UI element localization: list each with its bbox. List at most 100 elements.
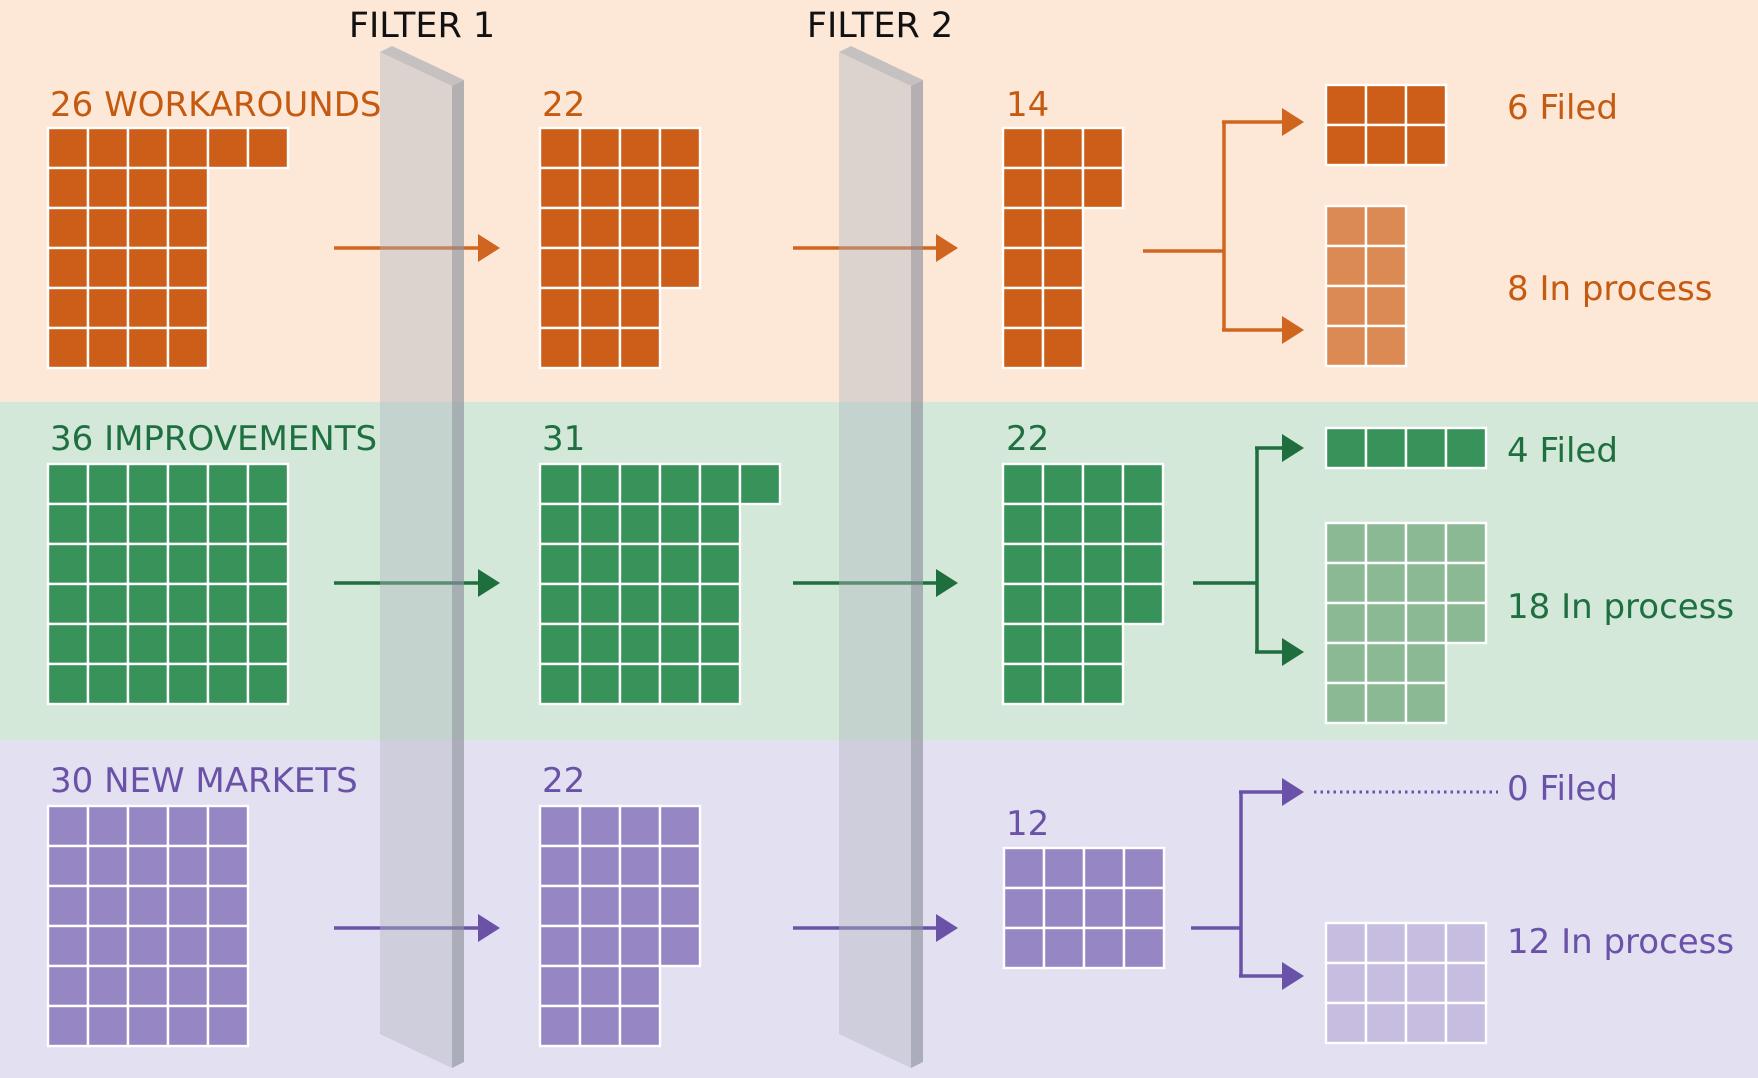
grid-square (618, 246, 662, 290)
grid-square (578, 924, 622, 968)
grid-square (1082, 926, 1126, 970)
grid-square (126, 622, 170, 666)
grid-square (658, 622, 702, 666)
grid-square (658, 502, 702, 546)
grid-square (126, 1004, 170, 1048)
new-markets-filed-label: 0 Filed (1507, 769, 1618, 809)
grid-square (1081, 662, 1125, 706)
filter-1-panel-top (380, 46, 464, 86)
grid-square (658, 206, 702, 250)
grid-square (126, 542, 170, 586)
grid-square (1404, 123, 1448, 167)
grid-square (206, 804, 250, 848)
workarounds-filed-label: 6 Filed (1507, 88, 1618, 128)
grid-square (166, 844, 210, 888)
grid-square (206, 1004, 250, 1048)
grid-square (1082, 886, 1126, 930)
grid-square (1001, 622, 1045, 666)
grid-square (86, 884, 130, 928)
grid-square (658, 462, 702, 506)
grid-square (1121, 462, 1165, 506)
grid-square (246, 662, 290, 706)
grid-square (86, 326, 130, 370)
grid-square (1324, 1001, 1368, 1045)
grid-square (1324, 204, 1368, 248)
split-arrow-head (1282, 316, 1304, 344)
grid-square (1121, 542, 1165, 586)
grid-square (1081, 166, 1125, 210)
grid-square (1404, 681, 1448, 725)
grid-square (578, 462, 622, 506)
grid-square (1081, 462, 1125, 506)
grid-square (126, 804, 170, 848)
grid-square (246, 126, 290, 170)
grid-square (166, 1004, 210, 1048)
grid-square (166, 246, 210, 290)
grid-square (86, 924, 130, 968)
grid-square (166, 286, 210, 330)
grid-square (126, 326, 170, 370)
grid-square (578, 804, 622, 848)
filter-2-panel (839, 46, 923, 1068)
grid-square (86, 622, 130, 666)
grid-square (46, 1004, 90, 1048)
grid-square (46, 844, 90, 888)
grid-square (1324, 601, 1368, 645)
grid-square (166, 582, 210, 626)
grid-square (1041, 166, 1085, 210)
grid-square (166, 126, 210, 170)
grid-square (1001, 502, 1045, 546)
grid-square (1324, 641, 1368, 685)
workarounds-stage2-grid (538, 126, 702, 370)
grid-square (1001, 206, 1045, 250)
grid-square (578, 166, 622, 210)
filter-1-panel (380, 46, 464, 1068)
grid-square (1001, 126, 1045, 170)
split-arrow-head (1282, 778, 1304, 806)
new-markets-stage2-grid (538, 804, 702, 1048)
grid-square (1041, 206, 1085, 250)
grid-square (1122, 846, 1166, 890)
grid-square (578, 126, 622, 170)
grid-square (618, 206, 662, 250)
grid-square (1444, 561, 1488, 605)
improvements-filed-grid (1324, 426, 1488, 470)
grid-square (658, 582, 702, 626)
grid-square (538, 462, 582, 506)
grid-square (46, 286, 90, 330)
grid-square (578, 542, 622, 586)
improvements-stage3-label: 22 (1006, 419, 1049, 459)
grid-square (126, 884, 170, 928)
grid-square (46, 622, 90, 666)
grid-square (1041, 462, 1085, 506)
split-arrow-head (1282, 434, 1304, 462)
row-workarounds: 26 WORKAROUNDS (46, 83, 1712, 370)
grid-square (1364, 204, 1408, 248)
new-markets-split-connector (1191, 778, 1304, 990)
grid-square (1324, 681, 1368, 725)
grid-square (618, 582, 662, 626)
workarounds-inprocess-grid (1324, 204, 1408, 368)
grid-square (46, 502, 90, 546)
workarounds-filed-grid (1324, 83, 1448, 167)
grid-square (538, 286, 582, 330)
grid-square (1364, 284, 1408, 328)
grid-square (538, 884, 582, 928)
grid-square (166, 964, 210, 1008)
workarounds-initial-label: 26 WORKAROUNDS (50, 85, 382, 125)
grid-square (538, 502, 582, 546)
grid-square (698, 662, 742, 706)
grid-square (538, 804, 582, 848)
grid-square (166, 166, 210, 210)
grid-square (538, 206, 582, 250)
grid-square (1041, 622, 1085, 666)
improvements-arrow-2-head (936, 569, 958, 597)
grid-square (658, 126, 702, 170)
grid-square (46, 126, 90, 170)
grid-square (46, 542, 90, 586)
grid-square (658, 166, 702, 210)
grid-square (1364, 83, 1408, 127)
grid-square (206, 662, 250, 706)
grid-square (126, 206, 170, 250)
